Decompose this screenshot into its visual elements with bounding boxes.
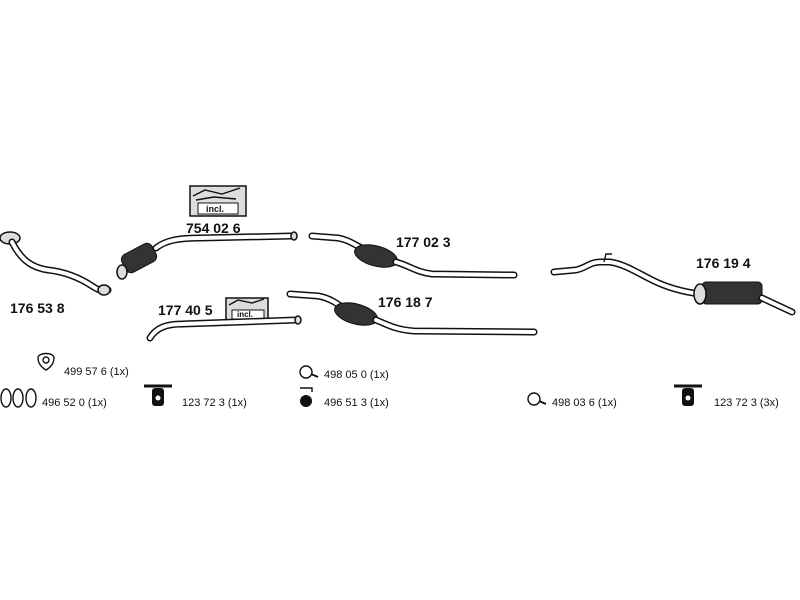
incl-label-754026: incl.: [206, 204, 224, 214]
centre-silencer-part-177023: [308, 232, 518, 279]
part-label-177023: 177 02 3: [396, 234, 451, 250]
rear-silencer-body: [701, 281, 763, 305]
rubber-mount-icon: [144, 384, 172, 406]
accessory-label-123723-1x: 123 72 3 (1x): [182, 397, 247, 409]
accessory-label-498050: 498 05 0 (1x): [324, 369, 389, 381]
pipe-clamp-icon: [299, 365, 319, 379]
part-label-176194: 176 19 4: [696, 255, 751, 271]
mount-bracket-icon: [300, 387, 313, 407]
rear-silencer-part-176194: [550, 253, 796, 316]
accessory-label-123723-3x: 123 72 3 (3x): [714, 397, 779, 409]
accessory-label-496520: 496 52 0 (1x): [42, 397, 107, 409]
front-pipe-part: [0, 231, 112, 296]
clamp-rings-icon: [0, 388, 37, 408]
accessory-label-498036: 498 03 6 (1x): [552, 397, 617, 409]
part-label-177405: 177 40 5: [158, 302, 213, 318]
pipe-clamp-icon-2: [527, 392, 547, 406]
centre-silencer-part-176187: [286, 290, 538, 336]
incl-label-177405: incl.: [237, 310, 253, 319]
connecting-pipe-part-177405: [146, 315, 302, 342]
accessory-label-499576: 499 57 6 (1x): [64, 366, 129, 378]
catalytic-converter-part: [116, 231, 298, 280]
front-pipe-end: [97, 284, 111, 296]
rubber-mount-icon-2: [674, 384, 702, 406]
accessory-label-496513: 496 51 3 (1x): [324, 397, 389, 409]
part-label-176187: 176 18 7: [378, 294, 433, 310]
part-label-754026: 754 02 6: [186, 220, 241, 236]
part-label-176538: 176 53 8: [10, 300, 65, 316]
gasket-icon: [37, 352, 55, 371]
mounting-kit-box-754026: incl.: [189, 185, 247, 217]
mounting-kit-box-177405: incl.: [225, 297, 269, 321]
